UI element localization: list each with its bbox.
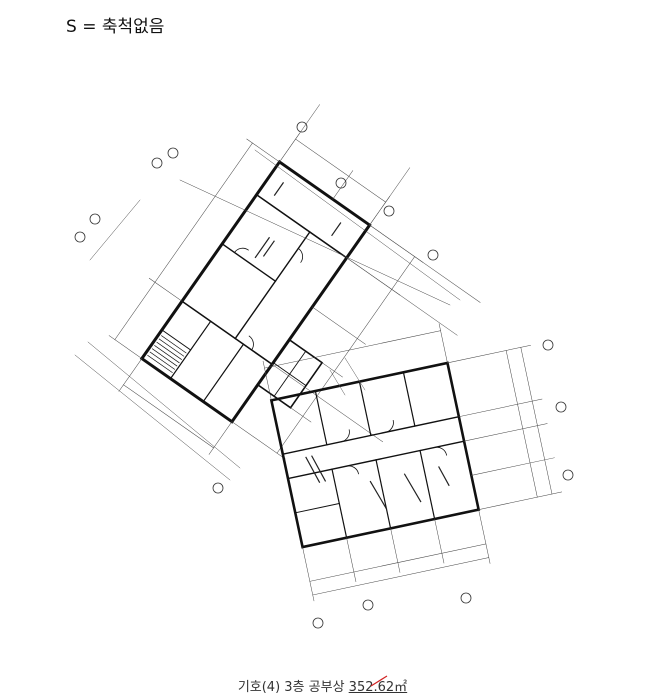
grid-marker	[74, 231, 86, 243]
scale-note: S = 축척없음	[66, 17, 165, 37]
grid-marker	[335, 177, 347, 189]
grid-marker	[167, 147, 179, 159]
grid-marker	[296, 121, 308, 133]
grid-marker	[383, 205, 395, 217]
grid-marker	[212, 482, 224, 494]
upper-outer-wall	[139, 159, 372, 424]
grid-marker	[312, 617, 324, 629]
upper-building-block	[108, 104, 481, 460]
caption-area: 352.62㎡	[348, 680, 408, 695]
grid-marker	[542, 339, 554, 351]
grid-marker	[151, 157, 163, 169]
floor-caption: 기호(4) 3층 공부상 352.62㎡	[0, 676, 645, 695]
grid-marker	[460, 592, 472, 604]
grid-marker	[89, 213, 101, 225]
grid-marker	[427, 249, 439, 261]
grid-marker	[555, 401, 567, 413]
red-check-mark-icon	[370, 675, 388, 687]
caption-label: 기호(4) 3층 공부상	[237, 680, 345, 695]
grid-marker	[562, 469, 574, 481]
lower-building-block	[262, 323, 563, 602]
grid-marker	[362, 599, 374, 611]
